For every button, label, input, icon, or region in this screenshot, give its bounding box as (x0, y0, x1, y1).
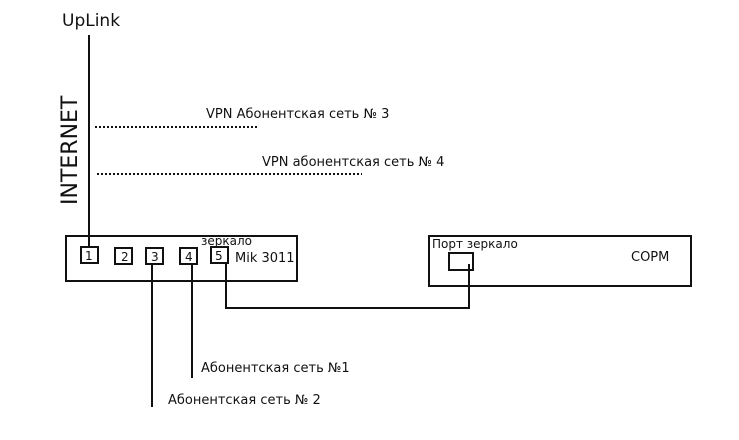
subscriber-label-1: Абонентская сеть №1 (201, 361, 350, 376)
sorm-box (428, 235, 692, 287)
subscriber-label-2: Абонентская сеть № 2 (168, 393, 321, 408)
svg-text:3: 3 (151, 250, 159, 264)
svg-text:4: 4 (185, 250, 193, 264)
switch-port-2: 2 (114, 247, 133, 265)
switch-model-label: Mik 3011 (235, 251, 295, 266)
svg-text:2: 2 (121, 250, 129, 264)
internet-label: INTERNET (58, 95, 83, 205)
mirror-cable (225, 264, 470, 309)
svg-text:5: 5 (215, 249, 223, 263)
vpn-label-4: VPN абонентская сеть № 4 (262, 155, 444, 170)
sorm-label: СОРМ (631, 250, 669, 265)
sorm-mirror-port (448, 252, 474, 271)
mirror-label: зеркало (201, 234, 252, 248)
switch-port-3: 3 (145, 247, 164, 265)
vpn-label-3: VPN Абонентская сеть № 3 (206, 107, 389, 122)
switch-port-5: 5 (210, 246, 229, 264)
svg-text:1: 1 (85, 249, 93, 263)
switch-port-1: 1 (80, 246, 99, 264)
sorm-port-label: Порт зеркало (432, 237, 518, 251)
switch-box (65, 235, 298, 282)
switch-port-4: 4 (179, 247, 198, 265)
uplink-label: UpLink (62, 11, 120, 31)
